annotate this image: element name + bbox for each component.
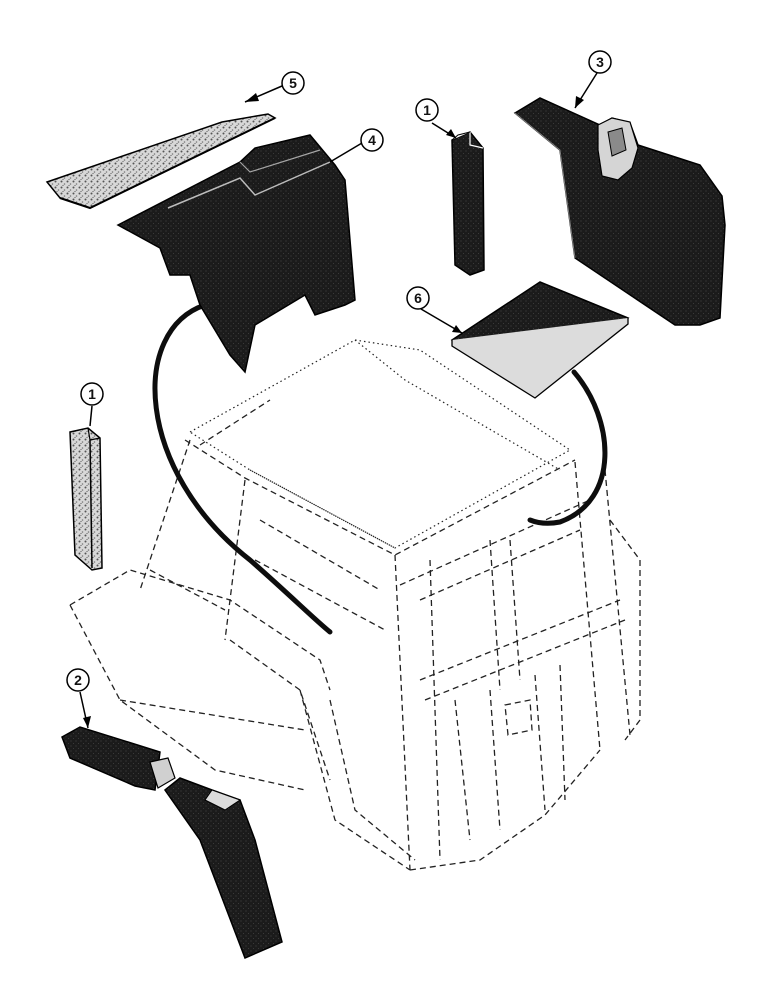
part-5-pad: [45, 113, 277, 210]
part-3-side-panel: [513, 97, 726, 326]
callout-6-label: 6: [414, 290, 422, 306]
placement-arc-right: [527, 369, 608, 526]
callout-5: 5: [281, 71, 305, 95]
part-1-channel-left: [69, 427, 103, 571]
leader-1-left: [89, 405, 93, 427]
callout-1-top: 1: [415, 98, 439, 122]
callout-5-label: 5: [289, 75, 297, 91]
part-1-channel-top: [451, 131, 485, 276]
arrowhead-2: [83, 716, 91, 728]
callout-3: 3: [588, 50, 612, 74]
callout-2: 2: [66, 668, 90, 692]
part-4-roof-liner: [116, 134, 356, 374]
arrowhead-1-top: [446, 129, 456, 138]
callout-6: 6: [406, 286, 430, 310]
callout-1-left-label: 1: [88, 386, 96, 402]
callout-4-label: 4: [368, 132, 376, 148]
callout-4: 4: [360, 128, 384, 152]
cab-frame: [69, 339, 641, 871]
callout-2-label: 2: [74, 672, 82, 688]
part-2-lower-strip: [61, 726, 283, 959]
callout-3-label: 3: [596, 54, 604, 70]
arrowhead-6: [452, 325, 462, 333]
arrowhead-5: [245, 93, 259, 102]
callout-1-top-label: 1: [423, 102, 431, 118]
arrowhead-3: [575, 96, 584, 108]
placement-arc-left: [152, 302, 333, 635]
part-6-flat-pad: [450, 281, 630, 399]
leader-4: [329, 142, 363, 163]
callout-1-left: 1: [80, 382, 104, 406]
